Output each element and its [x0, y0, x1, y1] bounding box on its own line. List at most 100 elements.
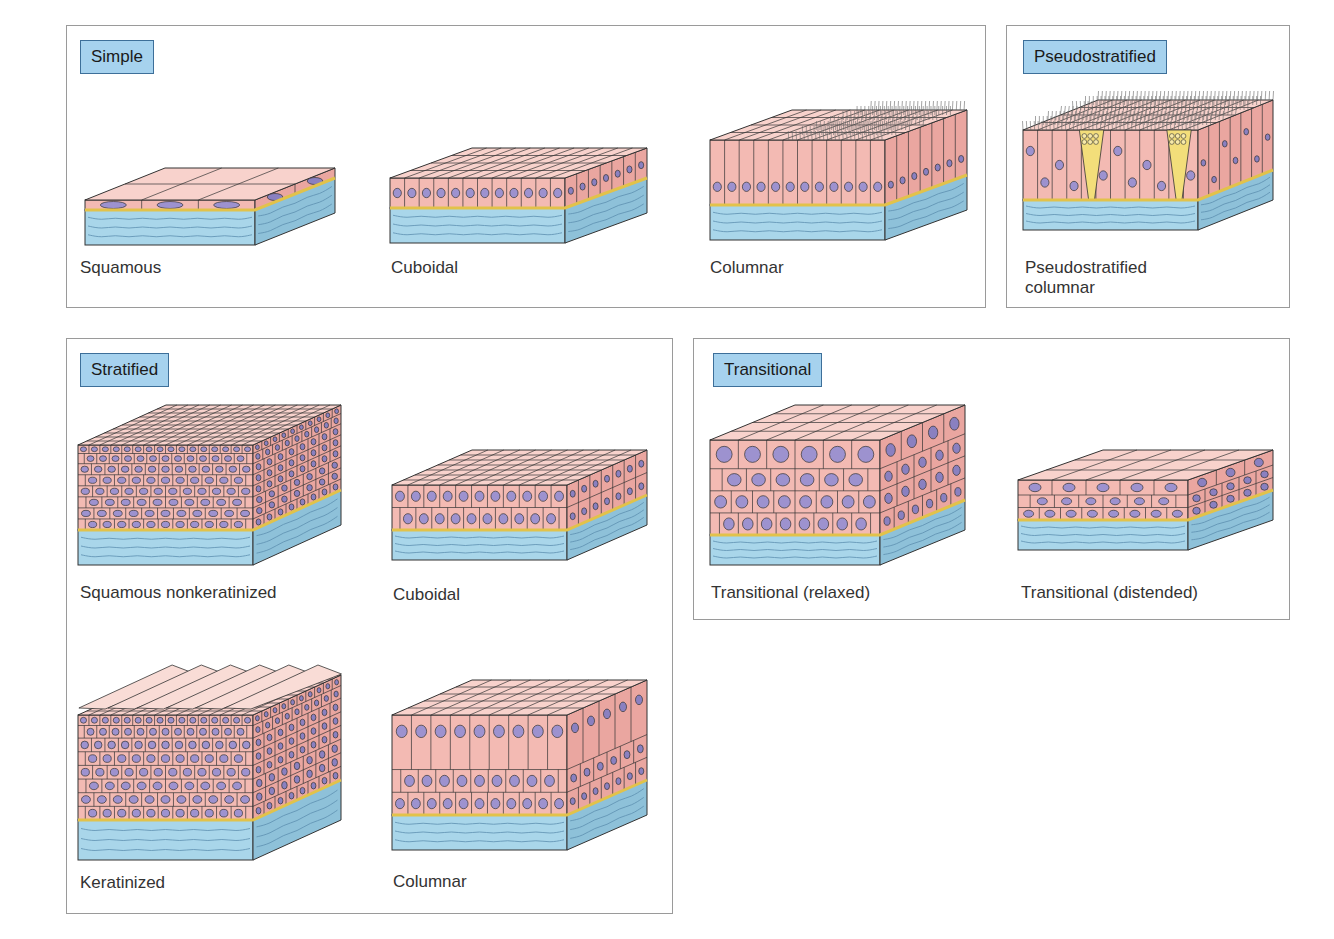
cell-border [165, 715, 166, 726]
nucleus [757, 182, 765, 191]
cell-border [308, 781, 309, 795]
cell-border [419, 178, 420, 208]
cilium [831, 131, 833, 140]
nucleus [282, 433, 286, 438]
nucleus [322, 489, 327, 495]
cilium [1148, 91, 1150, 100]
cell-border [187, 715, 188, 726]
nucleus [902, 486, 909, 496]
cilium [897, 121, 899, 130]
cilium [900, 116, 901, 125]
cell-border [423, 792, 424, 815]
cilium [815, 131, 817, 140]
cell-border [567, 473, 647, 508]
cell-border [110, 715, 111, 726]
nucleus [278, 743, 283, 750]
panel-heading: Stratified [91, 360, 158, 380]
basement-membrane [390, 178, 647, 208]
nucleus [587, 716, 594, 726]
cell-border [286, 449, 287, 460]
cilium [851, 121, 853, 130]
cilium [920, 111, 922, 120]
cilium [1075, 111, 1077, 120]
panel-label-tag: Simple [80, 40, 154, 74]
nucleus [953, 465, 960, 475]
epithelium-front [392, 715, 567, 815]
cilium [868, 126, 869, 135]
cilium [834, 116, 835, 125]
tissue-caption: Squamous [80, 258, 161, 278]
cell-border [330, 703, 331, 717]
cell-border [1239, 477, 1240, 490]
cell-border [194, 486, 195, 497]
nucleus [191, 755, 199, 763]
nucleus [592, 179, 597, 186]
nucleus [1172, 510, 1182, 517]
cell-border [78, 792, 253, 793]
fiber-line [713, 230, 882, 232]
nucleus [282, 485, 288, 491]
cell-border [1175, 495, 1176, 508]
cell-border [117, 497, 118, 508]
cilium [923, 116, 924, 125]
cell-border [411, 680, 491, 715]
nucleus [100, 728, 107, 735]
cell-border [795, 513, 796, 535]
cell-border [511, 508, 512, 531]
cell-border [99, 806, 100, 820]
cell-border [455, 792, 456, 815]
cell-border [635, 455, 636, 478]
cell-border [184, 726, 185, 739]
cell-border [264, 481, 265, 492]
nucleus [300, 499, 305, 505]
nucleus [89, 477, 97, 483]
cell-border [158, 519, 159, 530]
nucleus [332, 473, 338, 479]
nucleus [205, 755, 213, 763]
fiber-line [1021, 534, 1185, 536]
nucleus [162, 728, 169, 735]
cilium [1141, 111, 1143, 120]
cell-border [897, 462, 898, 484]
nucleus [422, 188, 430, 197]
cell-border [239, 738, 240, 752]
nucleus [1157, 181, 1165, 190]
cilium [1211, 111, 1213, 120]
epithelium-front [710, 140, 885, 205]
nucleus [278, 797, 283, 804]
cell-border [823, 440, 824, 469]
cell-border [290, 776, 291, 790]
cell-border [158, 806, 159, 820]
nucleus [169, 499, 178, 505]
nucleus [492, 775, 502, 786]
cell-border [275, 465, 276, 476]
cell-border [321, 694, 322, 707]
goblet-cell [1167, 130, 1191, 200]
nucleus [936, 450, 943, 460]
cell-border [768, 140, 769, 205]
cell-border [201, 806, 202, 820]
cilium [872, 106, 873, 115]
nucleus [216, 466, 224, 472]
fiber-line [888, 201, 963, 229]
epithelium-front [390, 178, 565, 208]
nucleus [217, 499, 226, 505]
nucleus [256, 807, 261, 814]
nucleus [289, 504, 294, 510]
nucleus [604, 475, 609, 482]
cell-border [447, 508, 448, 531]
fiber-line [1021, 526, 1185, 528]
cell-border [238, 486, 239, 497]
cell-border [150, 765, 151, 779]
cell-border [231, 475, 232, 486]
nucleus [830, 182, 838, 191]
cell-border [114, 519, 115, 530]
mucus-granule [1094, 134, 1099, 139]
nucleus [1227, 483, 1234, 490]
nucleus [183, 488, 191, 494]
cilium [1181, 121, 1183, 130]
cilium [866, 121, 868, 130]
nucleus [874, 182, 882, 191]
cilium [1038, 121, 1040, 130]
cell-border [624, 483, 625, 506]
